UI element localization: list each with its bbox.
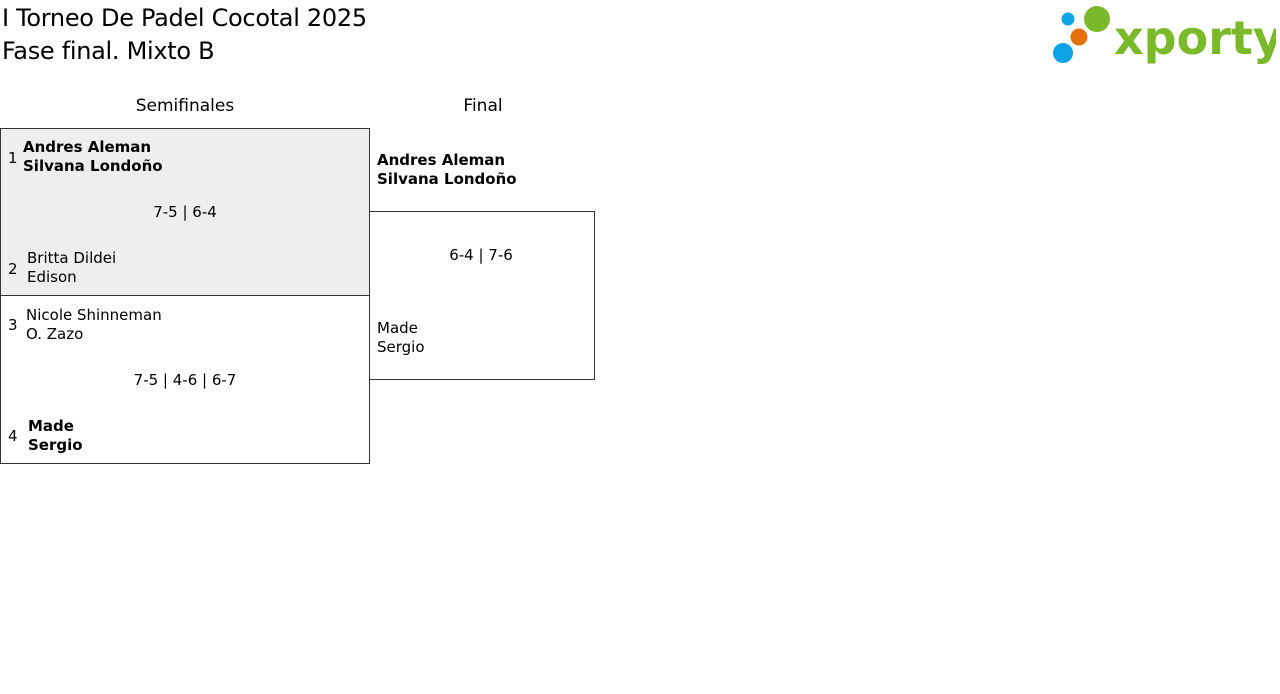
team-entry: Nicole Shinneman O. Zazo — [26, 306, 162, 344]
team-entry: Andres Aleman Silvana Londoño — [23, 138, 163, 176]
xporty-dots-logo-icon: xporty — [1053, 6, 1280, 65]
final-match[interactable]: 6-4 | 7-6 Made Sergio — [369, 211, 595, 380]
xporty-logo[interactable]: xporty — [1050, 4, 1280, 66]
seed-number: 3 — [8, 316, 18, 334]
round-header-final: Final — [463, 96, 503, 116]
match-score: 6-4 | 7-6 — [449, 246, 513, 264]
final-team-bottom: Made Sergio — [377, 319, 425, 357]
player-name: Made — [28, 417, 74, 435]
tournament-title: I Torneo De Padel Cocotal 2025 — [2, 4, 367, 32]
player-name: Silvana Londoño — [377, 170, 517, 188]
match-score: 7-5 | 6-4 — [153, 203, 217, 221]
team-entry: Made Sergio — [28, 417, 83, 455]
player-name: Sergio — [377, 338, 425, 356]
player-name: Andres Aleman — [377, 151, 506, 169]
player-name: Nicole Shinneman — [26, 306, 162, 324]
seed-number: 1 — [8, 149, 18, 167]
match-score: 7-5 | 4-6 | 6-7 — [133, 371, 237, 389]
player-name: O. Zazo — [26, 325, 84, 343]
player-name: Made — [377, 319, 418, 337]
player-name: Edison — [27, 268, 77, 286]
semifinal-1-match[interactable]: 1 Andres Aleman Silvana Londoño 7-5 | 6-… — [0, 128, 370, 296]
team-entry: Britta Dildei Edison — [27, 249, 116, 287]
seed-number: 2 — [8, 260, 18, 278]
final-team-top: Andres Aleman Silvana Londoño — [377, 151, 517, 189]
player-name: Sergio — [28, 436, 83, 454]
player-name: Britta Dildei — [27, 249, 117, 267]
seed-number: 4 — [8, 427, 18, 445]
round-header-semifinals: Semifinales — [135, 96, 235, 116]
player-name: Silvana Londoño — [23, 157, 163, 175]
logo-wordmark: xporty — [1114, 11, 1276, 65]
phase-title: Fase final. Mixto B — [2, 37, 215, 65]
page-title: I Torneo De Padel Cocotal 2025 Fase fina… — [2, 2, 367, 68]
semifinal-2-match[interactable]: 3 Nicole Shinneman O. Zazo 7-5 | 4-6 | 6… — [0, 295, 370, 464]
player-name: Andres Aleman — [23, 138, 152, 156]
